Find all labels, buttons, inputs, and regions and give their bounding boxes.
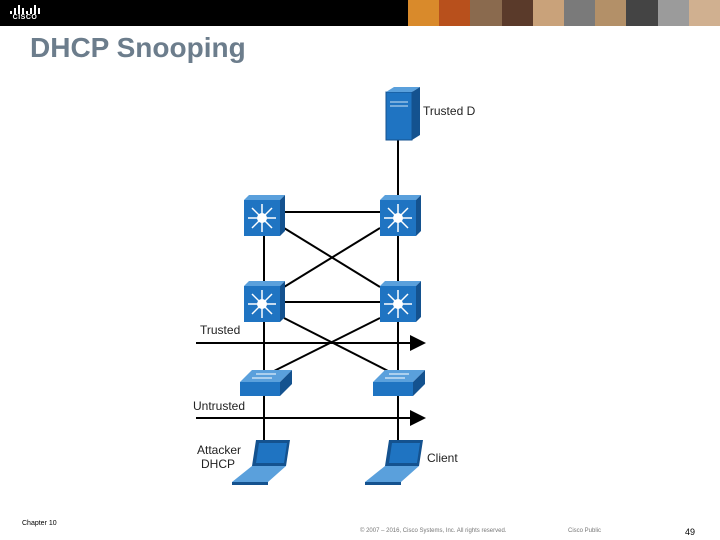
top-banner: CISCO	[0, 0, 720, 26]
chapter-label: Chapter 10	[22, 520, 57, 527]
multilayer-switch-icon	[244, 281, 285, 322]
link-cross-d	[271, 317, 381, 373]
classification-text: Cisco Public	[568, 528, 602, 534]
access-switch-icon	[240, 370, 292, 396]
page-number: 49	[685, 527, 696, 537]
link-cross-c	[283, 317, 391, 373]
laptop-icon	[232, 440, 290, 485]
copyright-text: © 2007 – 2016, Cisco Systems, Inc. All r…	[360, 528, 507, 534]
laptop-icon	[365, 440, 423, 485]
attacker-label: Attacker	[197, 443, 241, 457]
slide-title: DHCP Snooping	[30, 32, 246, 63]
cisco-logo-text: CISCO	[12, 14, 38, 21]
cisco-logo: CISCO	[9, 5, 41, 23]
dhcp-snooping-diagram: Trusted DHCP Trusted Untrusted Attacker …	[193, 87, 475, 485]
header-photo-strip	[408, 0, 720, 26]
multilayer-switch-icon	[380, 195, 421, 236]
attacker-dhcp-label: DHCP	[201, 457, 235, 471]
dhcp-server-icon	[385, 87, 420, 141]
trusted-label: Trusted	[200, 323, 240, 337]
untrusted-label: Untrusted	[193, 399, 245, 413]
access-switch-icon	[373, 370, 425, 396]
trusted-dhcp-label: Trusted DHCP	[423, 104, 475, 118]
link-cross-b	[283, 227, 381, 288]
cisco-logo-bars-icon	[9, 5, 41, 14]
client-label: Client	[427, 451, 458, 465]
multilayer-switch-icon	[380, 281, 421, 322]
multilayer-switch-icon	[244, 195, 285, 236]
